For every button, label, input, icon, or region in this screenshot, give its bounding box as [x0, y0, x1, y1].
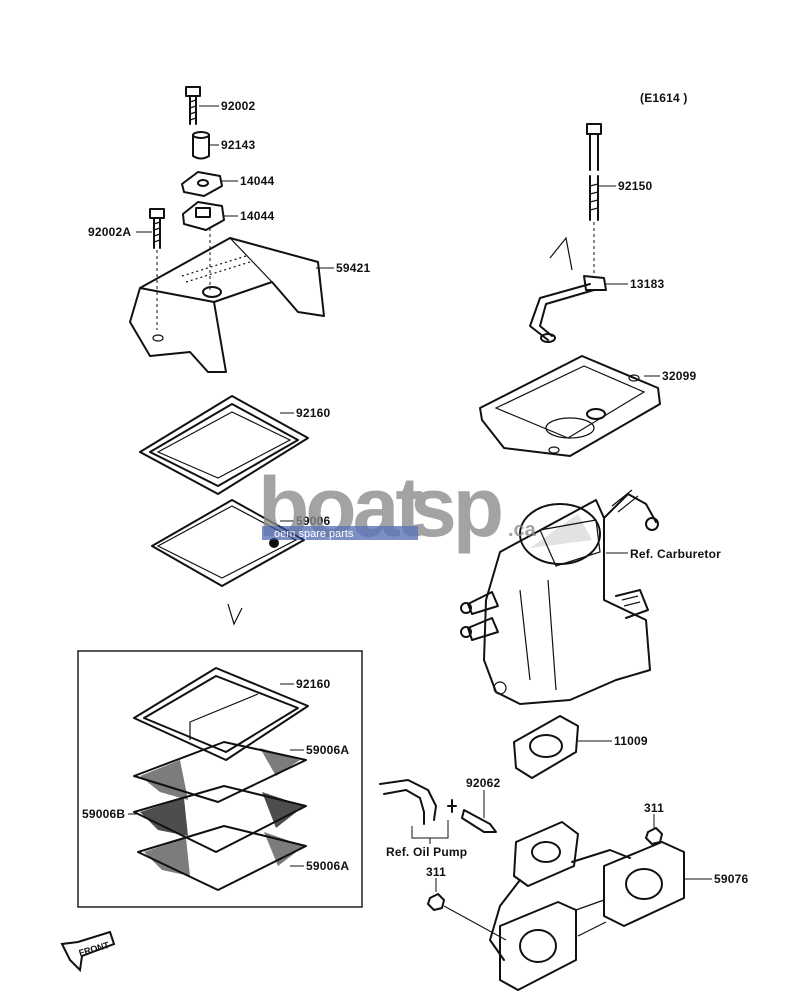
label-311-left: 311 [426, 865, 446, 879]
label-59006B: 59006B [82, 807, 125, 821]
label-92150: 92150 [618, 179, 652, 193]
optional-parts-box [77, 650, 363, 908]
label-13183: 13183 [630, 277, 664, 291]
label-14044-lower: 14044 [240, 209, 274, 223]
bolt-92002A [149, 208, 165, 249]
watermark-brand-b: sp [410, 460, 501, 554]
label-14044-upper: 14044 [240, 174, 274, 188]
label-92160-lower: 92160 [296, 677, 330, 691]
label-59006A-lower: 59006A [306, 859, 349, 873]
label-32099: 32099 [662, 369, 696, 383]
bracket-14044-upper [181, 171, 223, 197]
gasket-92160-upper [139, 395, 309, 495]
manifold-59076 [489, 821, 685, 991]
watermark-tagline: oem spare parts [274, 528, 354, 540]
label-59421: 59421 [336, 261, 370, 275]
label-59006A-upper: 59006A [306, 743, 349, 757]
oil-pump-hose [379, 779, 457, 825]
screen-59006A-upper [133, 741, 307, 803]
label-11009: 11009 [614, 734, 648, 748]
gasket-92160-lower [133, 667, 309, 761]
bolt-92002 [185, 86, 201, 125]
gasket-11009 [513, 715, 579, 779]
carburetor-reference [460, 489, 659, 705]
label-92160-upper: 92160 [296, 406, 330, 420]
watermark-logo: boat sp .ca oem spare parts [258, 460, 537, 554]
diagram-code: (E1614 ) [640, 91, 688, 105]
screen-59006A-lower [137, 825, 307, 891]
label-92002A: 92002A [88, 225, 131, 239]
label-59006: 59006 [296, 514, 330, 528]
collar-92143 [192, 131, 210, 160]
label-ref-carburetor: Ref. Carburetor [630, 547, 721, 561]
nut-311-left [427, 893, 445, 911]
watermark-suffix: .ca [508, 519, 537, 541]
stay-13183 [529, 236, 607, 343]
nut-311-right [645, 827, 663, 845]
label-ref-oil-pump: Ref. Oil Pump [386, 845, 467, 859]
cover-59421 [129, 237, 325, 373]
front-arrow-icon: FRONT [60, 930, 116, 973]
label-92143: 92143 [221, 138, 255, 152]
plate-32099 [479, 355, 661, 457]
front-label: FRONT [78, 940, 111, 958]
label-311-right: 311 [644, 801, 664, 815]
bolt-92150 [586, 123, 602, 221]
bracket-14044-lower [182, 201, 225, 231]
label-92002: 92002 [221, 99, 255, 113]
nipple-92062 [461, 809, 497, 833]
label-92062: 92062 [466, 776, 500, 790]
label-59076: 59076 [714, 872, 748, 886]
screen-59006B [133, 785, 307, 853]
